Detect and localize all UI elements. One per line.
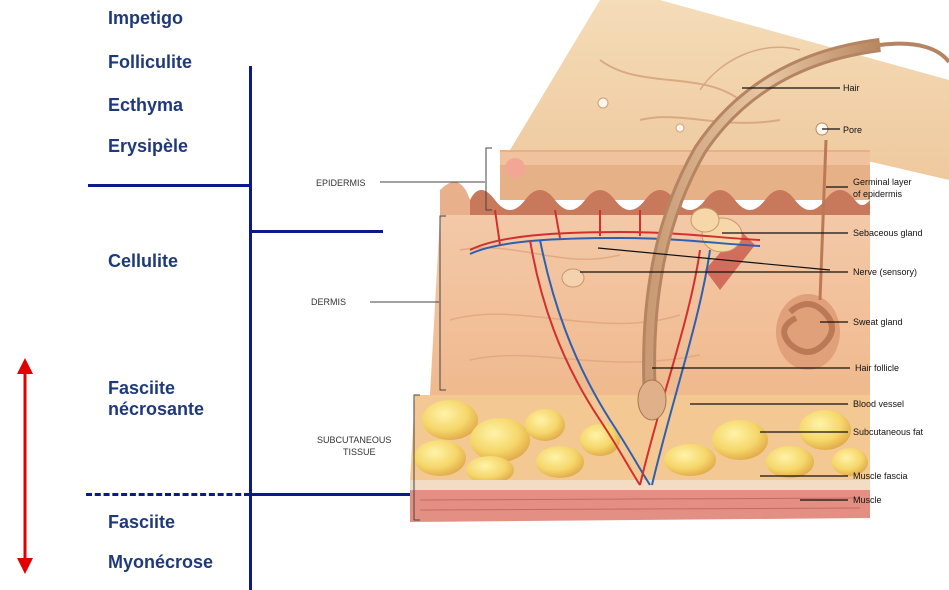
- label-subcutaneous-line1: SUBCUTANEOUS: [317, 435, 391, 445]
- label-erysipele: Erysipèle: [108, 136, 188, 157]
- label-nerve: Nerve (sensory): [853, 267, 917, 277]
- label-muscle: Muscle: [853, 495, 882, 505]
- label-germinal-layer-line2: of epidermis: [853, 189, 903, 199]
- label-epidermis: EPIDERMIS: [316, 178, 366, 188]
- divider-epidermis: [88, 184, 250, 187]
- label-dermis: DERMIS: [311, 297, 346, 307]
- label-fasciite-necrosante: Fasciite nécrosante: [108, 378, 204, 420]
- divider-fascia-dashed: [86, 493, 250, 496]
- label-blood-vessel: Blood vessel: [853, 399, 904, 409]
- label-hair-follicle: Hair follicle: [855, 363, 899, 373]
- label-muscle-fascia: Muscle fascia: [853, 471, 908, 481]
- label-subcutaneous-line2: TISSUE: [343, 447, 376, 457]
- label-myonecrose: Myonécrose: [108, 552, 213, 573]
- label-sebaceous-gland: Sebaceous gland: [853, 228, 923, 238]
- double-arrow-icon: [10, 358, 40, 574]
- label-hair: Hair: [843, 83, 860, 93]
- label-impetigo: Impetigo: [108, 8, 183, 29]
- depth-scale-vertical-line: [249, 66, 252, 590]
- label-cellulite: Cellulite: [108, 251, 178, 272]
- label-folliculite: Folliculite: [108, 52, 192, 73]
- label-subcutaneous-fat: Subcutaneous fat: [853, 427, 924, 437]
- label-germinal-layer-line1: Germinal layer: [853, 177, 912, 187]
- muscle-layer: [410, 480, 870, 522]
- label-pore: Pore: [843, 125, 862, 135]
- label-ecthyma: Ecthyma: [108, 95, 183, 116]
- label-fasciite: Fasciite: [108, 512, 175, 533]
- skin-cross-section: EPIDERMIS DERMIS SUBCUTANEOUS TISSUE Hai…: [280, 0, 949, 590]
- label-sweat-gland: Sweat gland: [853, 317, 903, 327]
